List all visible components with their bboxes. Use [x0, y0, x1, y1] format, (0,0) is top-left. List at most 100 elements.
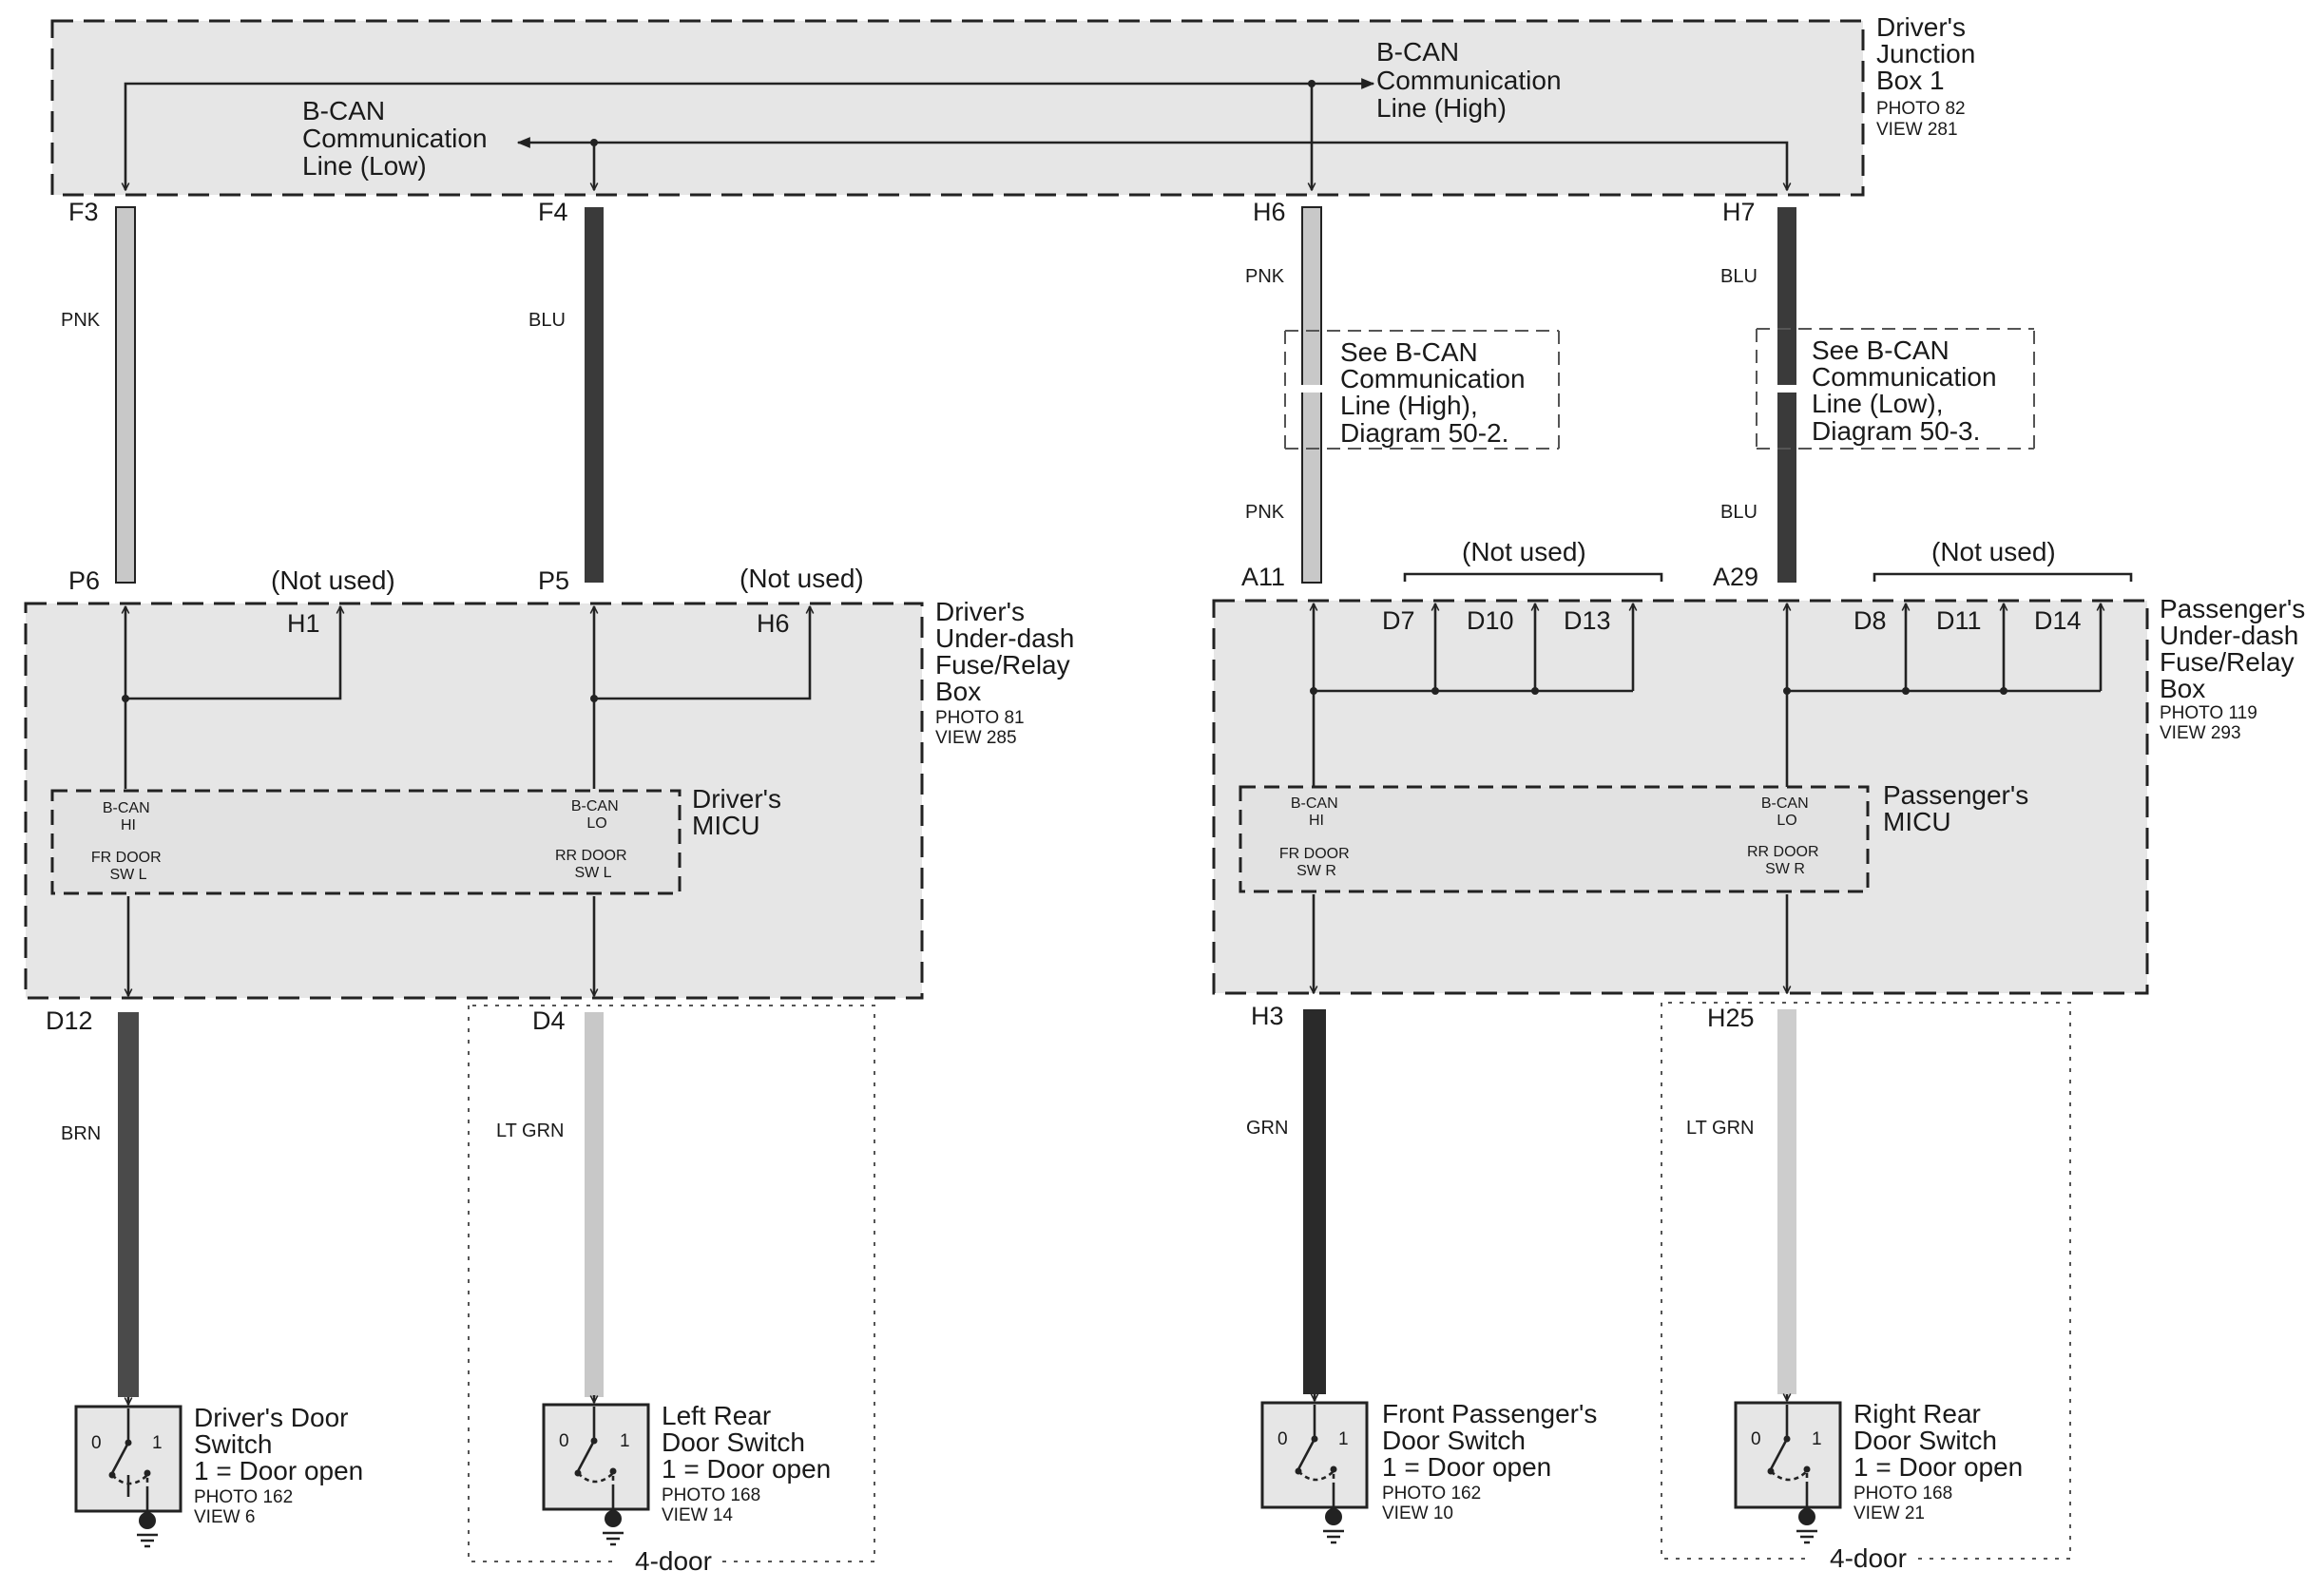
- wire-color-lt-grn-h25: LT GRN: [1686, 1118, 1755, 1139]
- passengers-micu: [1239, 785, 1870, 893]
- wire-h6-pnk: [1301, 206, 1322, 584]
- wire-color-pnk-a11: PNK: [1245, 502, 1285, 523]
- passengers-micu-rr-door-sw: RR DOOR SW R: [1747, 844, 1823, 877]
- reference-note-low: See B-CAN Communication Line (Low), Diag…: [1756, 328, 2035, 450]
- junction-box-title: Driver's Junction Box 1: [1876, 12, 1983, 95]
- wire-f3-pnk: [115, 206, 136, 584]
- bottom-wires: [118, 1009, 1796, 1397]
- switch-drivers-door: 0 1 Driver's Door Switch 1 = Door open P…: [74, 1397, 363, 1548]
- drivers-micu-hi: B-CAN HI: [103, 800, 154, 833]
- connector-f4: F4: [538, 198, 568, 226]
- connector-h7: H7: [1722, 198, 1756, 226]
- svg-text:PHOTO 162: PHOTO 162: [194, 1487, 293, 1507]
- top-wires: [115, 206, 1800, 584]
- svg-text:PHOTO 162: PHOTO 162: [1382, 1484, 1481, 1504]
- passengers-fuse-box-view: VIEW 293: [2160, 723, 2241, 743]
- svg-text:(Not used): (Not used): [1931, 537, 2056, 566]
- connector-a29: A29: [1713, 563, 1758, 591]
- bcan-high-junction-dot: [1308, 80, 1316, 87]
- svg-text:VIEW 6: VIEW 6: [194, 1507, 255, 1527]
- drivers-fuse-box-view: VIEW 285: [935, 728, 1017, 748]
- wire-d12-brn: [118, 1012, 139, 1397]
- switch-right-rear-door: 0 1 Right Rear Door Switch 1 = Door open…: [1734, 1394, 2023, 1544]
- connector-d11: D11: [1936, 606, 1982, 635]
- svg-text:1: 1: [152, 1433, 163, 1453]
- wire-d4-lt-grn: [585, 1012, 604, 1397]
- drivers-micu-lo: B-CAN LO: [571, 798, 623, 832]
- switch-drivers-door-label: Driver's Door Switch 1 = Door open: [194, 1403, 363, 1485]
- passengers-micu-lo: B-CAN LO: [1761, 795, 1813, 829]
- not-used-group-left: (Not used): [1403, 537, 1663, 582]
- connector-h25: H25: [1707, 1004, 1755, 1032]
- svg-text:VIEW 14: VIEW 14: [662, 1505, 733, 1525]
- switch-left-rear-door: 0 1 Left Rear Door Switch 1 = Door open …: [542, 1395, 831, 1546]
- wire-h25-lt-grn: [1777, 1009, 1796, 1394]
- passengers-fuse-box-title: Passenger's Under-dash Fuse/Relay Box: [2160, 594, 2313, 703]
- connector-h6-mid: H6: [757, 609, 790, 638]
- svg-text:1: 1: [1338, 1429, 1349, 1449]
- svg-text:See B-CAN Communication: See B-CAN Communication Line (High), Dia…: [1340, 337, 1532, 448]
- svg-text:0: 0: [559, 1431, 569, 1451]
- connector-h6-top: H6: [1253, 198, 1286, 226]
- wire-color-pnk-h6: PNK: [1245, 266, 1285, 287]
- bcan-low-label: B-CAN Communication Line (Low): [302, 96, 494, 181]
- bcan-low-line-to-h7: [1323, 141, 1787, 190]
- passengers-micu-hi: B-CAN HI: [1291, 795, 1342, 829]
- wire-color-blu-h7: BLU: [1720, 266, 1757, 287]
- connector-a11: A11: [1241, 563, 1285, 591]
- wire-break-high: [1298, 385, 1325, 393]
- junction-box-view: VIEW 281: [1876, 120, 1958, 140]
- connector-p5: P5: [538, 566, 569, 595]
- drivers-junction-box: Driver's Junction Box 1 PHOTO 82 VIEW 28…: [50, 12, 1983, 197]
- connector-d13: D13: [1564, 606, 1611, 635]
- connector-d10: D10: [1467, 606, 1514, 635]
- junction-box-photo: PHOTO 82: [1876, 99, 1966, 119]
- svg-text:4-door: 4-door: [635, 1546, 712, 1576]
- svg-text:1: 1: [1812, 1429, 1822, 1449]
- svg-text:VIEW 10: VIEW 10: [1382, 1504, 1453, 1523]
- drivers-fuse-box-title: Driver's Under-dash Fuse/Relay Box: [935, 597, 1082, 706]
- wire-color-brn: BRN: [61, 1123, 101, 1144]
- drivers-fuse-box-photo: PHOTO 81: [935, 708, 1025, 728]
- svg-text:4-door: 4-door: [1830, 1543, 1907, 1573]
- drivers-micu-rr-door-sw: RR DOOR SW L: [555, 848, 631, 881]
- wire-break-low: [1774, 385, 1800, 393]
- connector-f3: F3: [68, 198, 99, 226]
- bcan-low-junction-dot: [590, 139, 598, 146]
- connector-d7: D7: [1382, 606, 1415, 635]
- passengers-micu-fr-door-sw: FR DOOR SW R: [1279, 846, 1354, 879]
- drivers-micu-title: Driver's MICU: [692, 784, 789, 840]
- wire-h7-blu: [1777, 207, 1796, 583]
- drivers-micu-fr-door-sw: FR DOOR SW L: [91, 850, 165, 883]
- four-door-box-right: 4-door: [1661, 1002, 2071, 1573]
- passengers-micu-title: Passenger's MICU: [1883, 780, 2036, 836]
- connector-d12: D12: [46, 1006, 93, 1035]
- connector-d4: D4: [532, 1006, 566, 1035]
- bcan-high-label: B-CAN Communication Line (High): [1376, 37, 1568, 123]
- wire-h3-grn: [1303, 1009, 1326, 1394]
- passengers-fuse-box-photo: PHOTO 119: [2160, 703, 2257, 723]
- wire-f4-blu: [585, 207, 604, 583]
- connector-d8: D8: [1853, 606, 1887, 635]
- four-door-box-left: 4-door: [468, 1005, 875, 1576]
- svg-text:VIEW 21: VIEW 21: [1853, 1504, 1925, 1523]
- connector-h1: H1: [287, 609, 320, 638]
- wire-color-grn: GRN: [1246, 1118, 1288, 1139]
- switch-front-passengers-door: 0 1 Front Passenger's Door Switch 1 = Do…: [1260, 1394, 1604, 1544]
- connector-d14: D14: [2034, 606, 2082, 635]
- switch-right-rear-door-label: Right Rear Door Switch 1 = Door open: [1853, 1399, 2023, 1482]
- svg-text:0: 0: [1277, 1429, 1288, 1449]
- bcan-high-line-to-f3: [125, 82, 1312, 190]
- svg-text:0: 0: [1751, 1429, 1761, 1449]
- connector-h3: H3: [1251, 1002, 1284, 1030]
- drivers-micu: [50, 789, 682, 895]
- switch-front-passengers-door-label: Front Passenger's Door Switch 1 = Door o…: [1382, 1399, 1604, 1482]
- drivers-fuse-relay-box: Driver's Under-dash Fuse/Relay Box PHOTO…: [24, 597, 1082, 1000]
- passengers-fuse-relay-box: Passenger's Under-dash Fuse/Relay Box PH…: [1212, 594, 2313, 995]
- svg-text:PHOTO 168: PHOTO 168: [662, 1485, 760, 1505]
- not-used-h6: (Not used): [739, 564, 864, 593]
- wire-color-blu-a29: BLU: [1720, 502, 1757, 523]
- connector-p6: P6: [68, 566, 100, 595]
- not-used-group-right: (Not used): [1873, 537, 2133, 582]
